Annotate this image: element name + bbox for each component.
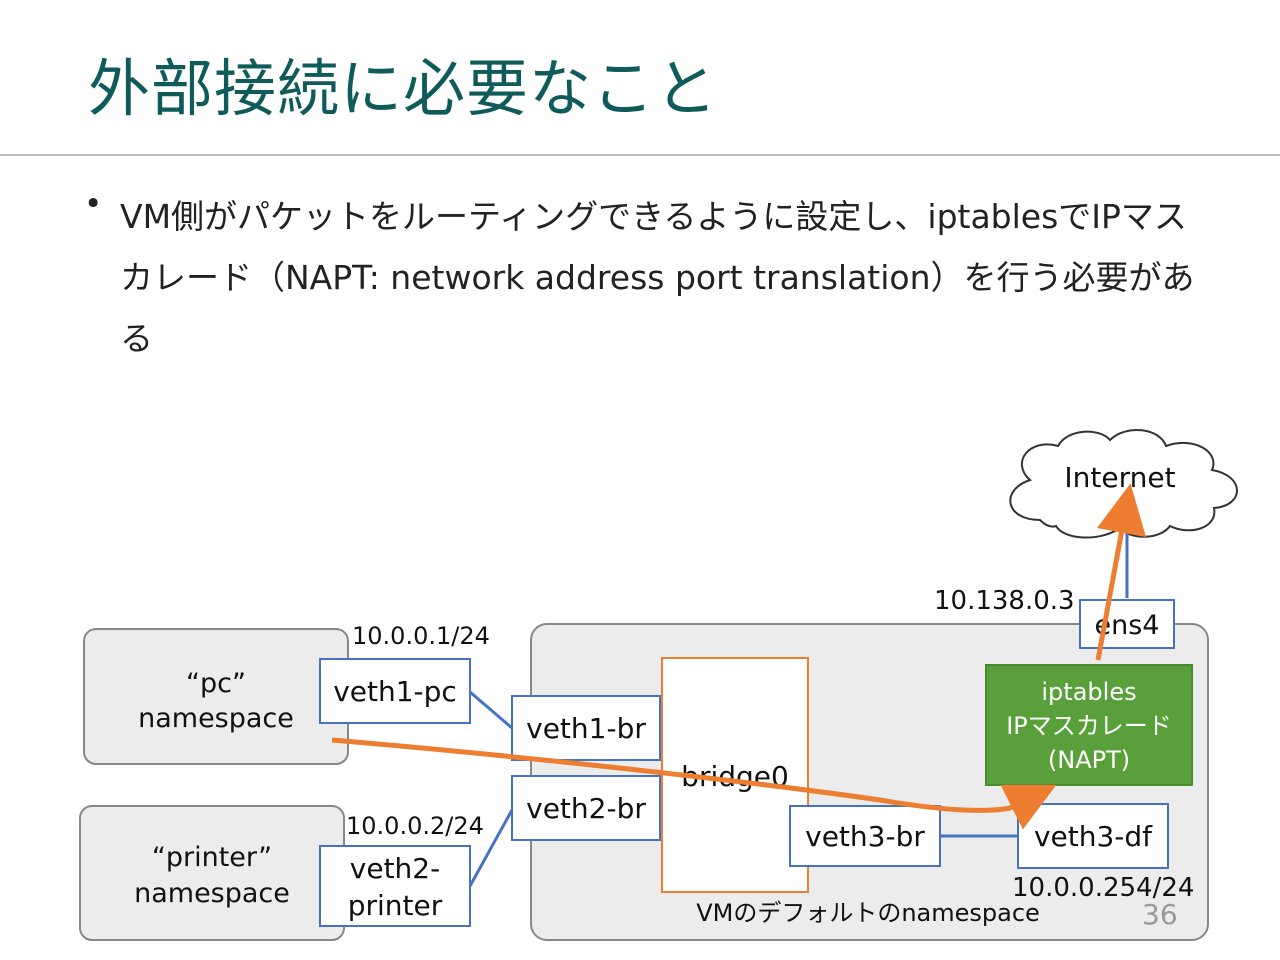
ip-ens4: 10.138.0.3 (934, 586, 1075, 616)
veth3-br-label: veth3-br (805, 820, 925, 853)
packet-flow-arrow (331, 737, 1057, 830)
internet-label: Internet (1064, 461, 1175, 494)
title-divider (0, 154, 1280, 156)
vm-namespace-label: VMのデフォルトのnamespace (696, 899, 1040, 927)
bullet-text: VM側がパケットをルーティングできるように設定し、iptablesでIPマスカレ… (120, 197, 1195, 358)
iptables-label-line2: IPマスカレード (1006, 712, 1172, 740)
veth2-printer-box (319, 845, 471, 927)
iptables-box (985, 664, 1193, 786)
veth2-br-box (511, 775, 661, 841)
slide-number: 36 (1142, 898, 1178, 931)
veth1-br-box (511, 695, 661, 761)
pc-namespace-label-line2: namespace (138, 703, 294, 734)
egress-flow-arrow (1095, 483, 1147, 661)
link-veth1 (469, 690, 513, 730)
veth1-br-label: veth1-br (526, 712, 646, 745)
veth1-pc-label: veth1-pc (333, 675, 457, 708)
ip-printer: 10.0.0.2/24 (346, 812, 484, 840)
veth3-br-box (789, 805, 941, 867)
pc-namespace-label-line1: “pc” (186, 668, 246, 699)
veth2-printer-label-line1: veth2- (350, 852, 440, 885)
slide-title: 外部接続に必要なこと (88, 52, 719, 125)
iptables-label-line3: (NAPT) (1048, 746, 1130, 774)
ens4-box (1079, 599, 1175, 649)
veth1-pc-box (319, 658, 471, 724)
ip-veth3-df: 10.0.0.254/24 (1012, 873, 1194, 903)
link-veth2 (468, 809, 514, 887)
veth3-df-label: veth3-df (1034, 820, 1153, 853)
printer-namespace-label-line1: “printer” (152, 842, 272, 873)
bullet-marker: • (84, 186, 103, 222)
veth2-printer-label-line2: printer (348, 889, 443, 922)
printer-namespace (79, 805, 345, 941)
iptables-label-line1: iptables (1041, 678, 1136, 706)
veth2-br-label: veth2-br (526, 792, 646, 825)
printer-namespace-label-line2: namespace (134, 878, 290, 909)
ip-pc: 10.0.0.1/24 (352, 622, 490, 650)
